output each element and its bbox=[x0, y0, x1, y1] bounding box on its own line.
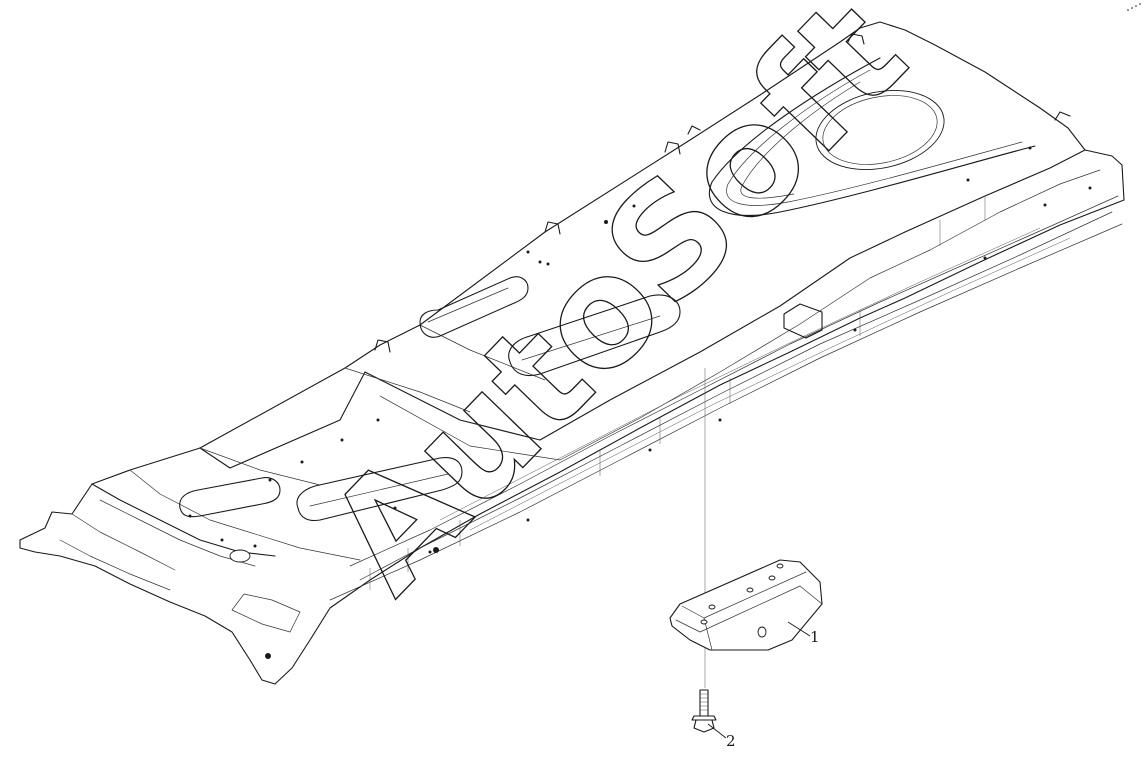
bracket-hole bbox=[708, 604, 716, 610]
rear-swoosh-outer bbox=[708, 57, 1036, 216]
rivet bbox=[376, 418, 380, 422]
bracket-flange-edge bbox=[675, 585, 801, 633]
rib-line-2 bbox=[469, 237, 1071, 531]
bolt-part bbox=[691, 689, 717, 733]
rivet bbox=[632, 204, 636, 208]
rivet bbox=[340, 438, 344, 442]
rivet bbox=[253, 544, 257, 548]
rivet bbox=[1043, 203, 1047, 207]
slot-recess-1 bbox=[419, 276, 529, 338]
rear-oval-panel bbox=[815, 89, 945, 171]
rear-oval-inner bbox=[822, 95, 938, 165]
rivet bbox=[604, 220, 608, 224]
callout-label-2: 2 bbox=[726, 732, 736, 750]
corner-dot bbox=[1131, 7, 1133, 9]
floor-panel-assembly bbox=[19, 21, 1125, 685]
rivet bbox=[220, 538, 224, 542]
bracket-hole bbox=[757, 626, 767, 638]
slot-recess-2 bbox=[508, 294, 681, 377]
panel-seam-1 bbox=[344, 367, 471, 413]
rivet bbox=[546, 262, 550, 266]
rivet bbox=[966, 178, 970, 182]
panel-seam-3 bbox=[419, 324, 546, 381]
corner-dot bbox=[1127, 9, 1129, 11]
bolt-head bbox=[693, 719, 715, 733]
side-rail-mid bbox=[349, 195, 1119, 567]
slot-recess-1-inner bbox=[427, 287, 509, 323]
edge-notch-5 bbox=[374, 339, 391, 353]
slot-recess-3-inner bbox=[309, 473, 449, 507]
front-mount-hole bbox=[229, 549, 251, 563]
bolt-flange bbox=[691, 715, 717, 721]
rivet bbox=[983, 256, 987, 260]
front-flange-2 bbox=[59, 539, 171, 591]
callout-leader-1 bbox=[787, 621, 811, 637]
edge-notch-2 bbox=[664, 141, 681, 155]
rivet bbox=[853, 328, 857, 332]
front-flange-1 bbox=[71, 513, 176, 571]
rear-swoosh-inner bbox=[726, 69, 1023, 206]
edge-notch-3 bbox=[687, 125, 701, 135]
floor-panel-outline bbox=[19, 21, 1125, 685]
corner-dot bbox=[1135, 5, 1137, 7]
front-lower-box bbox=[231, 593, 301, 633]
corner-dot bbox=[1139, 3, 1141, 5]
bracket-hole bbox=[776, 563, 784, 569]
panel-seam-2 bbox=[199, 447, 321, 486]
rivet bbox=[433, 547, 439, 553]
callout-leader-2 bbox=[707, 723, 727, 739]
rivet bbox=[268, 478, 272, 482]
edge-notch-1 bbox=[544, 221, 561, 235]
rivet bbox=[428, 550, 432, 554]
deck-left-edge bbox=[199, 371, 366, 469]
edge-notch-4 bbox=[847, 33, 865, 45]
rear-swoosh-third bbox=[740, 81, 861, 199]
rivet bbox=[538, 260, 542, 264]
callout-2: 2 bbox=[707, 723, 736, 750]
edge-notch-6 bbox=[1054, 111, 1071, 121]
slot-recess-3 bbox=[296, 457, 463, 522]
rivet bbox=[718, 418, 722, 422]
deck-ridge-line bbox=[129, 469, 361, 561]
callout-1: 1 bbox=[787, 621, 820, 646]
tunnel-top-edge bbox=[364, 149, 1086, 441]
bracket-bend bbox=[799, 585, 823, 605]
rib-line-1 bbox=[439, 227, 1041, 521]
rivet bbox=[300, 460, 304, 464]
rivet bbox=[265, 653, 271, 659]
callout-label-1: 1 bbox=[810, 628, 820, 646]
bracket-hole bbox=[746, 587, 754, 593]
tunnel-second-edge bbox=[379, 169, 1101, 461]
side-rail-upper bbox=[359, 211, 1113, 581]
corner-mark bbox=[1127, 3, 1141, 11]
bolt-thread bbox=[700, 693, 708, 711]
slot-recess-4 bbox=[179, 477, 281, 518]
rivet bbox=[188, 514, 192, 518]
rivet bbox=[648, 448, 652, 452]
rivet bbox=[1028, 146, 1032, 150]
rivet bbox=[393, 506, 397, 510]
bracket-body bbox=[669, 559, 823, 651]
bracket-hole bbox=[700, 619, 708, 625]
side-rail-lower bbox=[329, 223, 1123, 601]
side-mini-bracket bbox=[783, 303, 823, 339]
rivet bbox=[1088, 186, 1092, 190]
bracket-part bbox=[669, 559, 823, 651]
rivet bbox=[526, 518, 530, 522]
bracket-hole bbox=[768, 575, 776, 581]
rivet bbox=[526, 250, 530, 254]
slot-recess-2-inner bbox=[521, 315, 661, 361]
